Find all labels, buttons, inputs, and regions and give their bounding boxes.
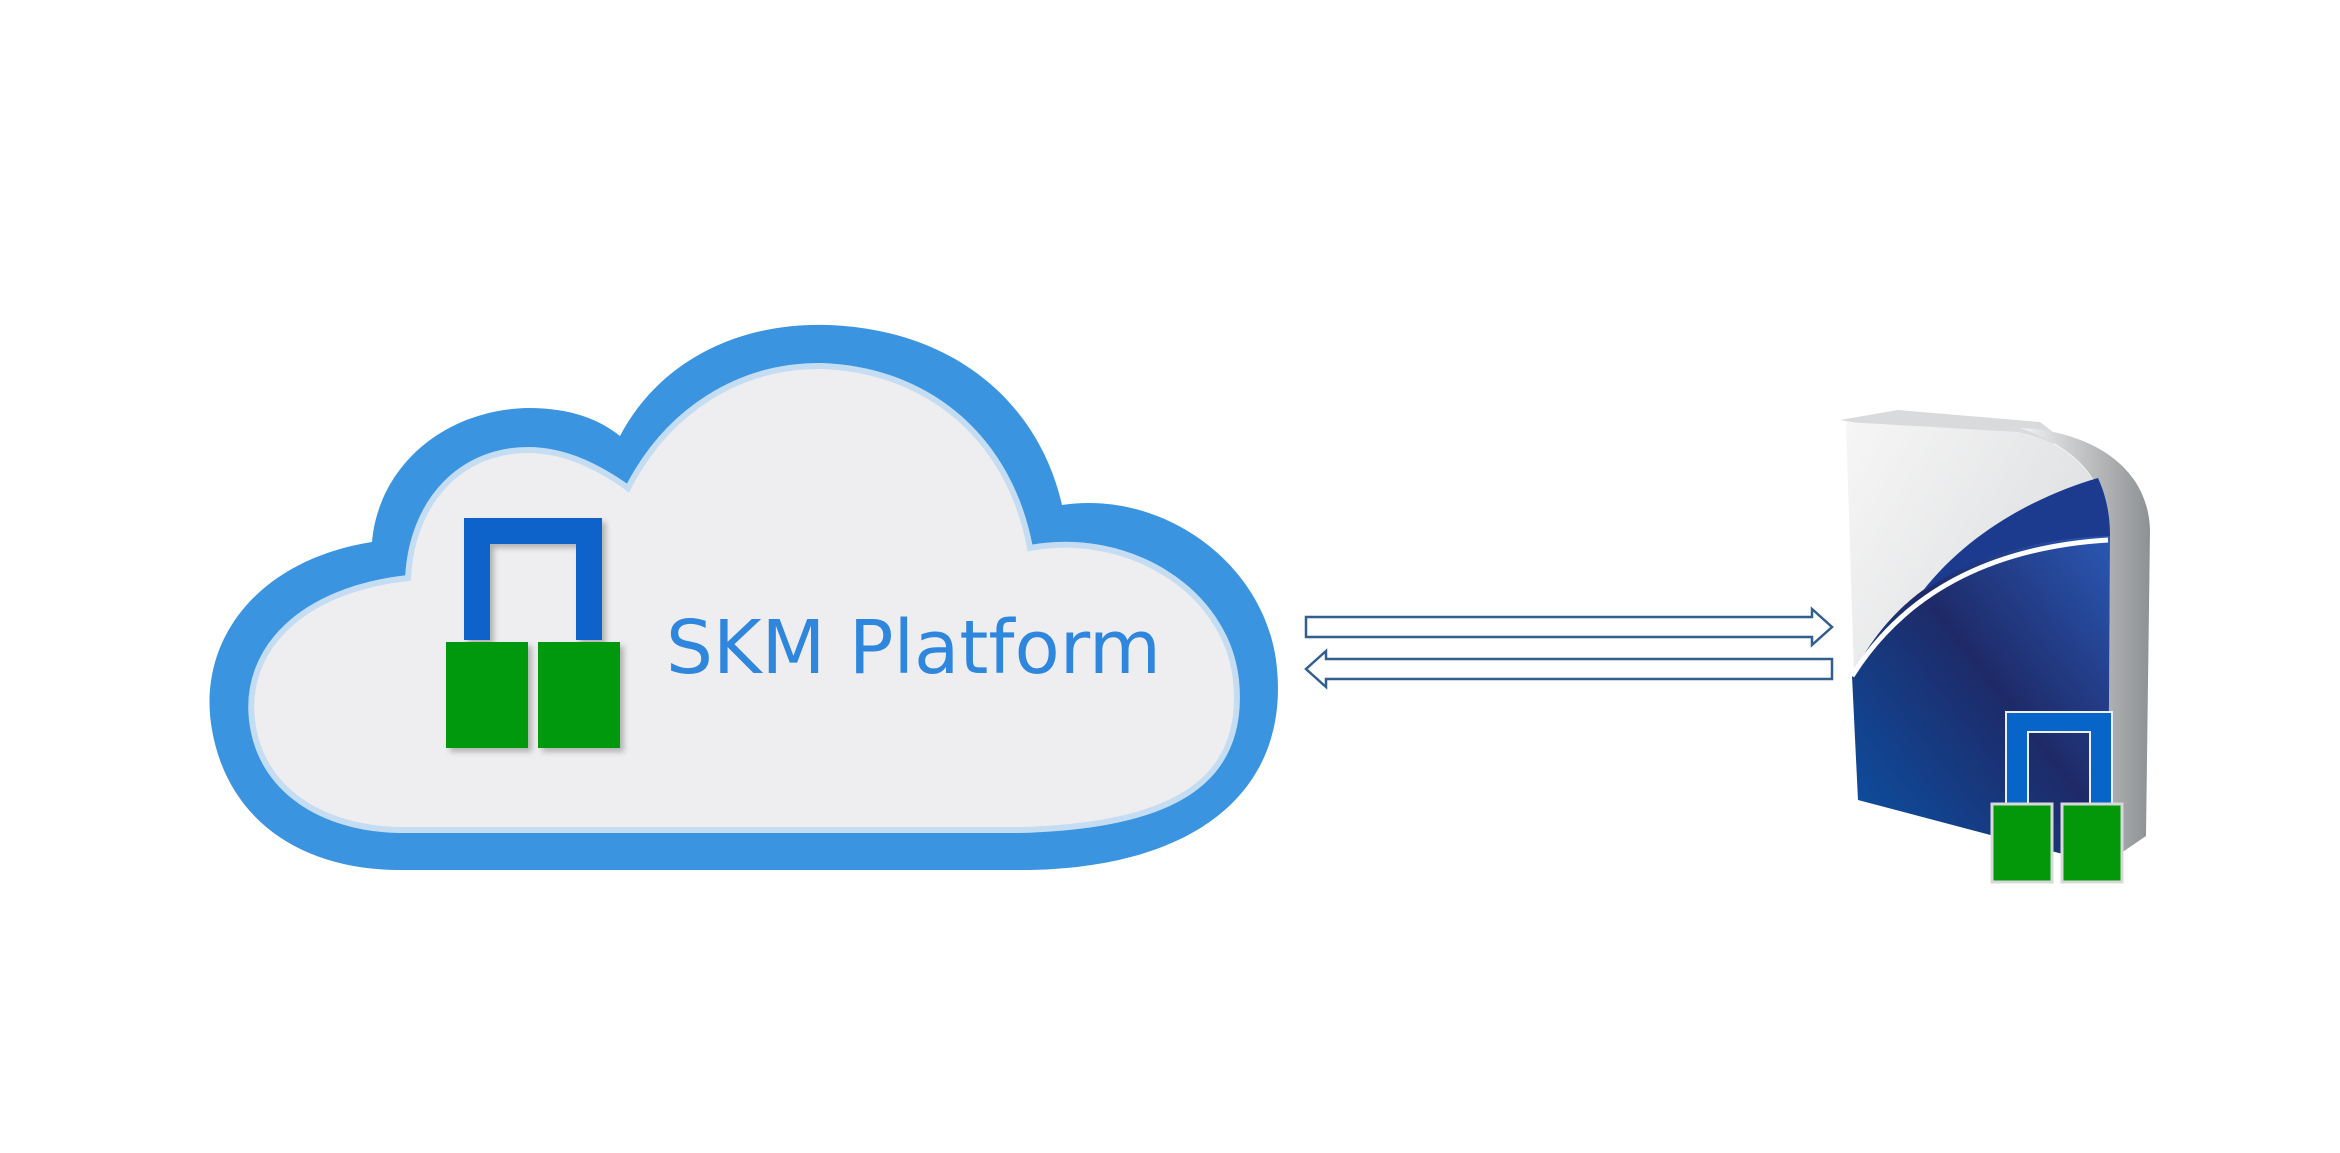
cloud-title: SKM Platform [666, 605, 1161, 691]
box-skm-logo-icon [1990, 711, 2124, 884]
box-blue-swoosh [1852, 535, 2110, 866]
arrow-left-icon [1304, 648, 1834, 690]
cloud-body [248, 362, 1240, 833]
box-highlight [1849, 537, 2109, 678]
logo-blue-arch [464, 518, 602, 640]
cloud-icon [209, 324, 1278, 870]
arrow-right-icon [1304, 606, 1834, 648]
software-box-icon [1840, 410, 2150, 884]
box-side [2020, 428, 2150, 862]
box-blue-swoosh-top [1922, 478, 2110, 592]
logo-green-block-left [446, 642, 528, 748]
skm-logo-icon [446, 518, 620, 748]
logo-green-block-right [538, 642, 620, 748]
